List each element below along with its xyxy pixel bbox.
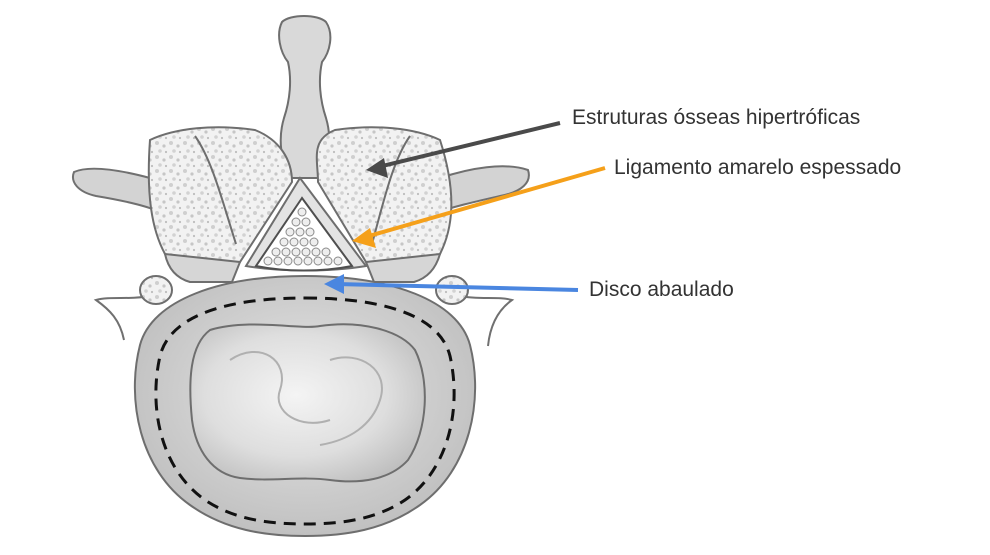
- facet-left: [194, 135, 237, 245]
- arrow-left-icon: [366, 158, 388, 178]
- disc-arrow: [335, 282, 579, 292]
- nerve-root-right: [435, 275, 515, 347]
- ligament-arrow: [361, 166, 606, 240]
- nucleus-pulposus: [189, 323, 426, 483]
- label-thickened-ligament: Ligamento amarelo espessado: [614, 156, 902, 179]
- arrow-left-icon: [352, 228, 376, 248]
- cauda-equina: [263, 207, 343, 266]
- label-bulging-disc: Disco abaulado: [589, 278, 734, 301]
- bone-arrow: [373, 121, 561, 170]
- transverse-process-right: [430, 165, 530, 216]
- lamina-right: [315, 126, 453, 264]
- normal-disc-outline: [154, 296, 456, 526]
- arrow-left-icon: [324, 274, 344, 294]
- pedicle-left: [163, 252, 242, 283]
- transverse-process-left: [72, 167, 162, 214]
- pedicle-right: [364, 252, 442, 283]
- nerve-root-left: [93, 275, 173, 341]
- label-hypertrophic-bone: Estruturas ósseas hipertróficas: [572, 106, 861, 129]
- facet-right: [371, 135, 411, 245]
